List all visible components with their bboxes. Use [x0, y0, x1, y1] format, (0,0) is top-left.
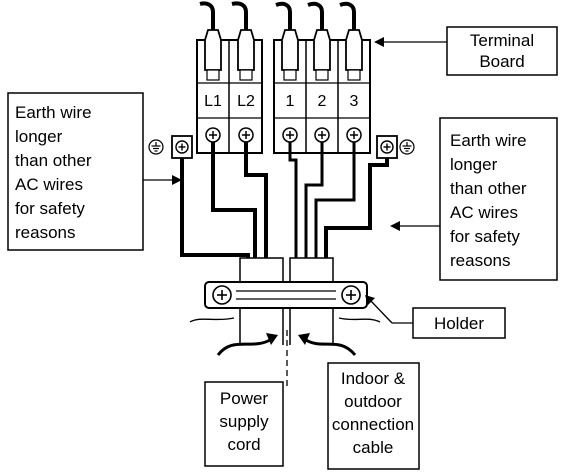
left-earth-terminal — [148, 135, 193, 159]
connection-cable-arrowhead — [298, 333, 310, 345]
right-earth-label-line-2: longer — [450, 155, 498, 174]
right-earth-callout-box — [439, 117, 558, 281]
terminal-label-3: 3 — [350, 93, 359, 110]
holder-callout-box — [412, 307, 506, 339]
connection-cable-label-line-1: Indoor & — [341, 369, 406, 388]
screw-icon — [346, 127, 362, 143]
power-cord-label-line-1: Power — [220, 389, 269, 408]
connection-terminal-block: 1 2 3 — [273, 1, 371, 154]
holder-callout: Holder — [365, 295, 506, 339]
power-cord-arrowhead — [266, 333, 278, 345]
left-earth-callout-box — [7, 92, 144, 251]
left-earth-label-line-6: reasons — [15, 223, 75, 242]
holder-arrowhead — [365, 295, 375, 305]
connection-wire-2 — [304, 142, 324, 272]
right-earth-label-line-1: Earth wire — [450, 131, 527, 150]
terminal-board-arrowhead — [374, 37, 384, 47]
terminal-board-label-line-1: Terminal — [470, 31, 534, 50]
terminal-label-1: 1 — [286, 93, 295, 110]
terminal-board-callout-box — [446, 26, 558, 76]
holder-label: Holder — [434, 314, 484, 333]
terminal-label-l1: L1 — [204, 93, 222, 110]
left-earth-label-line-4: AC wires — [15, 175, 83, 194]
left-earth-arrowhead — [172, 175, 182, 185]
power-cord-callout-box — [204, 381, 284, 467]
plug-connector-icon — [199, 1, 222, 81]
right-earth-label-line-6: reasons — [450, 251, 510, 270]
holder-clamp — [204, 281, 368, 309]
power-wire-l1 — [211, 142, 257, 272]
right-earth-label-line-5: for safety — [450, 227, 520, 246]
plug-connector-icon — [339, 1, 363, 81]
terminal-board-callout: Terminal Board — [374, 26, 558, 76]
terminal-label-2: 2 — [318, 93, 327, 110]
right-earth-label-line-3: than other — [450, 179, 527, 198]
left-earth-label-line-2: longer — [15, 127, 63, 146]
screw-icon — [238, 127, 254, 143]
connection-cable-direction-arrow — [305, 338, 357, 356]
right-earth-wire — [324, 158, 389, 272]
screw-icon — [282, 127, 298, 143]
connection-cable-callout: Indoor & outdoor connection cable — [327, 362, 420, 470]
earth-ground-icon — [399, 139, 415, 155]
power-cord-callout: Power supply cord — [204, 381, 284, 467]
right-earth-callout: Earth wire longer than other AC wires fo… — [390, 117, 558, 281]
power-wire-l2 — [244, 142, 268, 272]
terminal-label-l2: L2 — [237, 93, 255, 110]
connection-cable-label-line-3: connection — [332, 415, 414, 434]
plug-connector-icon — [275, 1, 299, 81]
screw-icon — [314, 127, 330, 143]
screw-icon — [212, 285, 232, 305]
earth-ground-icon — [148, 139, 164, 155]
connection-wire-1 — [288, 142, 298, 272]
power-cord-direction-arrow — [216, 338, 271, 356]
left-earth-label-line-5: for safety — [15, 199, 85, 218]
screw-icon — [205, 127, 221, 143]
screw-icon — [341, 285, 361, 305]
terminal-board-label-line-2: Board — [479, 52, 524, 71]
right-earth-arrowhead — [390, 221, 400, 231]
power-cord-label-line-2: supply — [219, 412, 269, 431]
connection-cable-sleeve — [289, 257, 334, 285]
screw-icon — [380, 140, 394, 154]
plug-connector-icon — [231, 1, 255, 81]
plug-connector-icon — [307, 1, 331, 81]
cable-entry — [189, 257, 381, 390]
power-terminal-block: L1 L2 — [196, 1, 263, 154]
connection-cable-callout-box — [327, 362, 420, 470]
wires — [180, 142, 389, 272]
screw-icon — [175, 140, 189, 154]
left-earth-callout: Earth wire longer than other AC wires fo… — [7, 92, 182, 251]
connection-wire-3 — [314, 142, 356, 272]
connection-cable-label-line-2: outdoor — [344, 392, 402, 411]
power-cord-sleeve — [239, 257, 284, 285]
left-earth-label-line-3: than other — [15, 151, 92, 170]
connection-cable-label-line-4: cable — [353, 438, 394, 457]
power-cord-label-line-3: cord — [227, 435, 260, 454]
right-earth-label-line-4: AC wires — [450, 203, 518, 222]
left-earth-label-line-1: Earth wire — [15, 103, 92, 122]
right-earth-terminal — [376, 135, 415, 159]
